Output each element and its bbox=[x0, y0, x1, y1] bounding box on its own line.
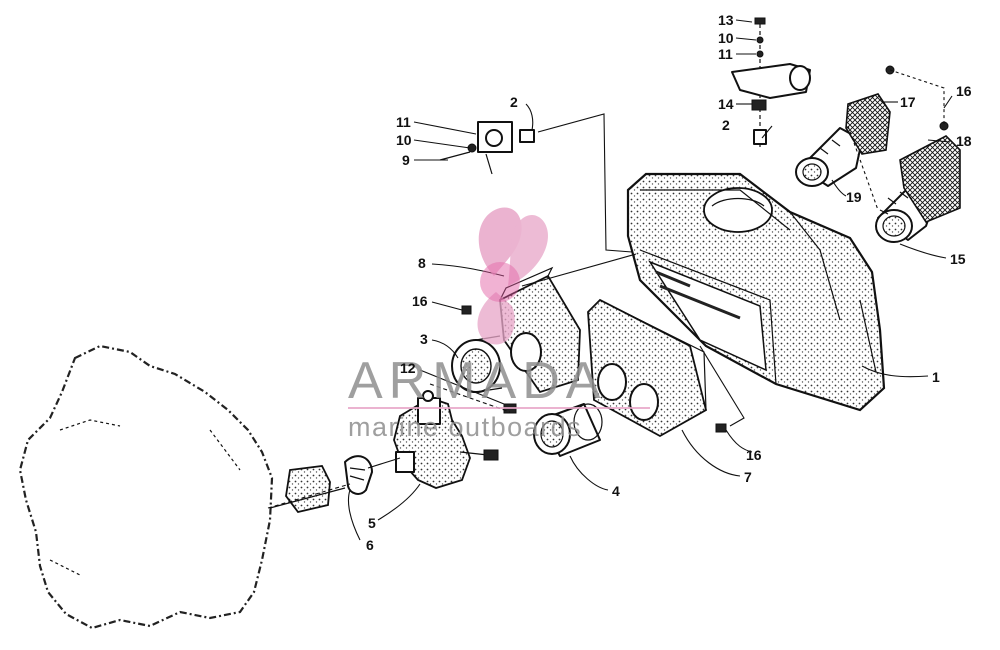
adapter-plate-part-8 bbox=[499, 266, 581, 394]
engine-block bbox=[18, 344, 274, 630]
clamp-part-6 bbox=[344, 455, 373, 495]
engine-intake-flange bbox=[269, 465, 346, 514]
callout-1: 1 bbox=[932, 369, 940, 385]
callout-18: 18 bbox=[956, 133, 972, 149]
callout-8: 8 bbox=[418, 255, 426, 271]
callout-10-left: 10 bbox=[396, 132, 412, 148]
watermark-tagline: marine outboards bbox=[348, 412, 582, 442]
watermark: ARMADA marine outboards bbox=[348, 207, 650, 442]
upper-valve-assembly bbox=[731, 17, 811, 150]
callout-4: 4 bbox=[612, 483, 620, 499]
callout-7: 7 bbox=[744, 469, 752, 485]
air-silencer-housing-part-1 bbox=[626, 172, 886, 412]
left-valve-assembly bbox=[439, 121, 535, 175]
callout-numbers: 1 2 2 3 4 5 6 7 8 9 10 10 11 11 12 13 14… bbox=[366, 12, 972, 553]
callout-16-lower: 16 bbox=[746, 447, 762, 463]
callout-2-left: 2 bbox=[510, 94, 518, 110]
callout-5: 5 bbox=[368, 515, 376, 531]
callout-15: 15 bbox=[950, 251, 966, 267]
callout-3: 3 bbox=[420, 331, 428, 347]
callout-6: 6 bbox=[366, 537, 374, 553]
callout-2-upper: 2 bbox=[722, 117, 730, 133]
watermark-brand: ARMADA bbox=[348, 352, 606, 410]
callout-13: 13 bbox=[718, 12, 734, 28]
boot-part-3 bbox=[451, 335, 503, 393]
intake-horn-part-15 bbox=[875, 183, 937, 243]
callout-19: 19 bbox=[846, 189, 862, 205]
callout-11-left: 11 bbox=[396, 114, 411, 130]
callout-12: 12 bbox=[400, 360, 416, 376]
connection-lines bbox=[267, 69, 945, 509]
callout-16-right: 16 bbox=[956, 83, 972, 99]
carburetor-part-5 bbox=[393, 390, 499, 489]
screen-part-18 bbox=[899, 135, 961, 223]
callout-14: 14 bbox=[718, 96, 734, 112]
screen-part-17 bbox=[845, 93, 891, 155]
callout-9: 9 bbox=[402, 152, 410, 168]
boot-part-4 bbox=[533, 403, 603, 457]
callout-10-upper: 10 bbox=[718, 30, 734, 46]
callout-16-left: 16 bbox=[412, 293, 428, 309]
leader-lines bbox=[347, 19, 953, 541]
intake-horn-part-19 bbox=[795, 127, 863, 187]
callout-11-upper: 11 bbox=[718, 46, 733, 62]
propeller-logo-icon bbox=[477, 207, 548, 345]
callout-17: 17 bbox=[900, 94, 916, 110]
